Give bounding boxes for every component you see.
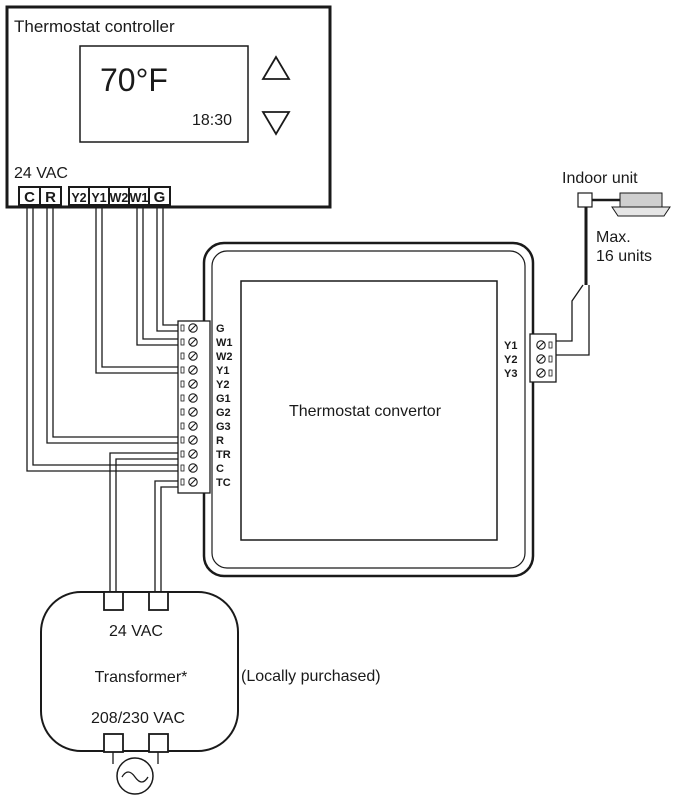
wire-indoor-y1 <box>556 284 584 342</box>
control-wires <box>26 205 182 472</box>
display-temperature: 70°F <box>100 62 168 98</box>
wire-w1 <box>136 205 182 346</box>
left-terminal-pin <box>180 422 185 430</box>
left-terminal-pin <box>180 380 185 388</box>
wire-r <box>46 205 182 444</box>
transformer-label: Transformer* <box>95 669 188 686</box>
left-terminal-pin <box>180 394 185 402</box>
screw-icon <box>188 393 198 403</box>
right-terminal-label: Y3 <box>504 368 517 380</box>
transformer: 24 VAC Transformer* 208/230 VAC <box>40 591 239 795</box>
mains-wires <box>112 752 159 764</box>
left-terminal-label: W2 <box>216 351 233 363</box>
up-arrow-icon[interactable] <box>261 55 291 80</box>
left-terminal-pin <box>180 450 185 458</box>
left-terminal-pin <box>180 408 185 416</box>
wire-indoor-y2 <box>556 285 590 356</box>
screw-icon <box>188 323 198 333</box>
wire-tc <box>154 480 182 592</box>
left-terminal-label: G2 <box>216 407 231 419</box>
screw-icon <box>188 351 198 361</box>
left-terminal-label: G <box>216 323 225 335</box>
right-terminal-pin <box>548 341 553 349</box>
left-terminal-label: TC <box>216 477 231 489</box>
left-terminal-label: Y1 <box>216 365 229 377</box>
down-arrow-icon[interactable] <box>261 111 291 136</box>
wire-tr <box>109 452 182 592</box>
left-terminal-label: C <box>216 463 224 475</box>
left-terminal-label: G3 <box>216 421 231 433</box>
max-units-line2: 16 units <box>596 248 652 265</box>
left-terminal-pin <box>180 478 185 486</box>
screw-icon <box>188 477 198 487</box>
thermostat-controller: Thermostat controller 70°F 18:30 24 VAC … <box>5 5 332 209</box>
left-terminal-pin <box>180 366 185 374</box>
wire-y1 <box>95 205 182 374</box>
screw-icon <box>188 407 198 417</box>
terminal-r-box <box>39 186 62 206</box>
left-terminal-pin <box>180 338 185 346</box>
transformer-terminal-n <box>148 733 169 753</box>
transformer-terminal-l <box>103 733 124 753</box>
left-terminal-label: TR <box>216 449 231 461</box>
thermostat-terminal-block: C R Y2 Y1 W2 W1 G <box>18 186 171 206</box>
wire-g <box>156 205 182 332</box>
right-terminal-label: Y2 <box>504 354 517 366</box>
screw-icon <box>188 463 198 473</box>
screw-icon <box>188 421 198 431</box>
max-units-line1: Max. <box>596 229 631 246</box>
transformer-terminal-tr <box>103 591 124 611</box>
screw-icon <box>188 379 198 389</box>
indoor-unit-icon <box>611 192 671 217</box>
terminal-g-label: G <box>154 189 166 206</box>
terminal-w1-label: W1 <box>130 191 149 205</box>
thermostat-title: Thermostat controller <box>14 17 175 36</box>
thermostat-display <box>79 45 249 143</box>
right-terminal-pin <box>548 369 553 377</box>
screw-icon <box>536 340 546 350</box>
transformer-note: (Locally purchased) <box>241 668 381 685</box>
transformer-secondary-label: 24 VAC <box>109 623 163 640</box>
indoor-unit-section: Indoor unit Max. 16 units <box>556 170 671 356</box>
convertor-panel <box>240 280 498 541</box>
left-terminal-label: W1 <box>216 337 233 349</box>
wire-c <box>26 205 182 472</box>
indoor-connection-box <box>577 192 593 208</box>
right-terminal-label: Y1 <box>504 340 517 352</box>
convertor-inner-frame <box>211 250 526 569</box>
screw-icon <box>188 337 198 347</box>
screw-icon <box>188 365 198 375</box>
terminal-c-label: C <box>24 189 35 206</box>
terminal-y1-label: Y1 <box>91 191 106 205</box>
left-terminal-label: R <box>216 435 224 447</box>
left-terminal-pin <box>180 464 185 472</box>
terminal-g-box <box>148 186 171 206</box>
thermostat-convertor: Thermostat convertor GW1W2Y1Y2G1G2G3RTRC… <box>177 241 557 578</box>
display-time: 18:30 <box>192 112 232 129</box>
transformer-wires <box>109 452 182 592</box>
transformer-primary-label: 208/230 VAC <box>91 710 185 727</box>
convertor-label: Thermostat convertor <box>289 403 442 420</box>
terminal-y2-label: Y2 <box>71 191 86 205</box>
transformer-housing <box>40 591 239 752</box>
screw-icon <box>536 354 546 364</box>
right-terminal-pin <box>548 355 553 363</box>
ac-wave <box>121 771 149 783</box>
screw-icon <box>188 449 198 459</box>
left-terminal-pin <box>180 324 185 332</box>
left-terminal-label: G1 <box>216 393 231 405</box>
thermostat-supply-label: 24 VAC <box>14 165 68 182</box>
screw-icon <box>188 435 198 445</box>
screw-icon <box>536 368 546 378</box>
indoor-unit-label: Indoor unit <box>562 170 638 187</box>
left-terminal-label: Y2 <box>216 379 229 391</box>
transformer-terminal-tc <box>148 591 169 611</box>
left-terminal-pin <box>180 436 185 444</box>
terminal-w2-label: W2 <box>110 191 129 205</box>
left-terminal-pin <box>180 352 185 360</box>
terminal-r-label: R <box>45 189 56 206</box>
